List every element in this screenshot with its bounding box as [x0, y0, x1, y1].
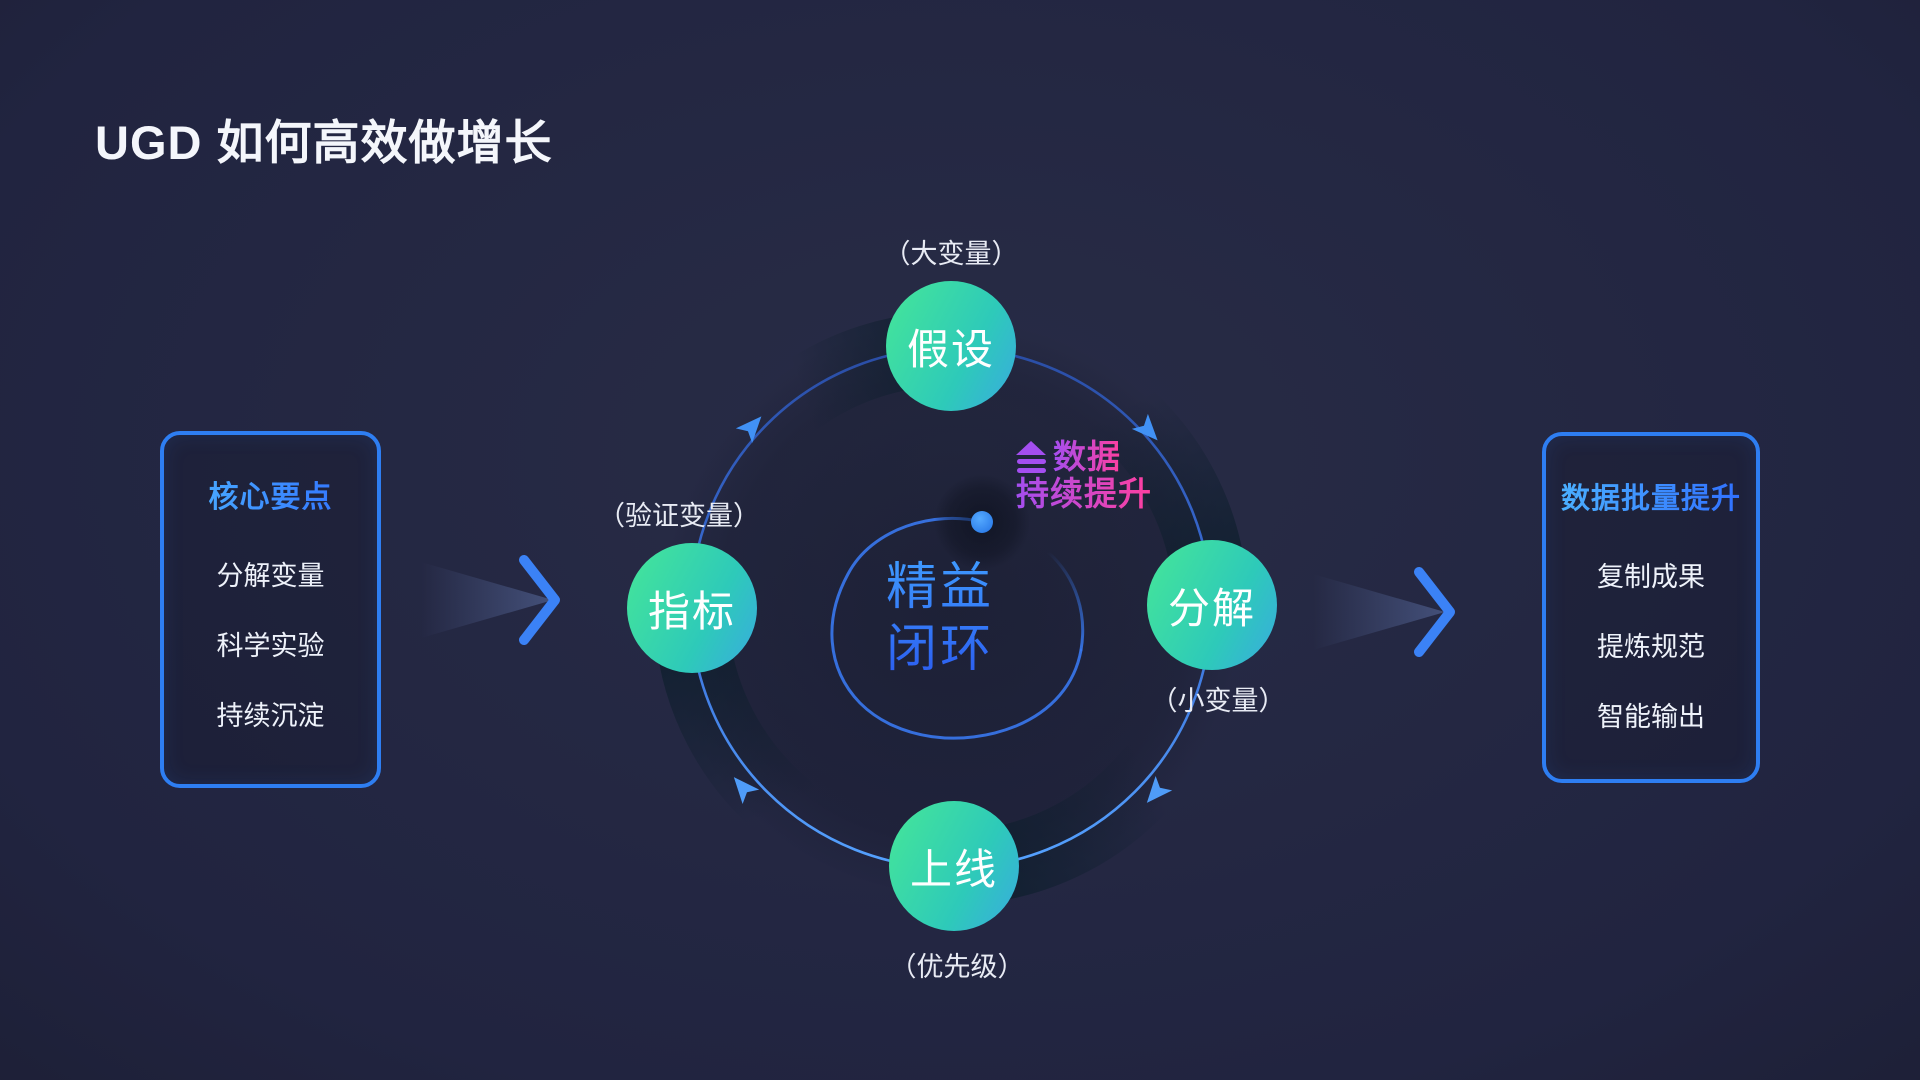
- page-title: UGD 如何高效做增长: [95, 116, 553, 169]
- cycle-center-line1: 精益: [885, 558, 995, 615]
- cycle-inner-shade: [661, 318, 1241, 898]
- data-scaling-item: 复制成果: [1597, 562, 1705, 592]
- cycle-center-label: 精益 闭环: [886, 556, 994, 680]
- cycle-node-launch: 上线: [889, 801, 1019, 931]
- core-points-panel: 核心要点 分解变量 科学实验 持续沉淀: [160, 431, 381, 788]
- core-point-item: 分解变量: [216, 561, 325, 591]
- growth-layers-bar: [1016, 467, 1046, 473]
- spiral-arc-fade: [1046, 550, 1085, 652]
- ring-arrowhead-icon: [733, 777, 760, 805]
- data-improve-annotation: 数据 持续提升: [1016, 438, 1152, 512]
- data-scaling-panel: 数据批量提升 复制成果 提炼规范 智能输出: [1542, 432, 1760, 783]
- data-scaling-item: 智能输出: [1597, 702, 1705, 732]
- cycle-node-decompose: 分解: [1147, 540, 1277, 670]
- cycle-node-label: 假设: [906, 325, 995, 373]
- core-points-heading: 核心要点: [164, 481, 377, 515]
- node-note-hypothesis: （大变量）: [883, 239, 1019, 269]
- chevron-right-icon: [1414, 567, 1455, 657]
- annotation-line2: 持续提升: [1016, 475, 1152, 512]
- annotation-line1: 数据: [1016, 438, 1152, 475]
- core-point-item: 科学实验: [216, 631, 325, 661]
- data-scaling-heading: 数据批量提升: [1546, 482, 1756, 516]
- growth-layers-bar: [1016, 458, 1046, 464]
- cycle-node-label: 指标: [647, 587, 736, 635]
- spiral-dot: [971, 511, 993, 533]
- cycle-node-label: 上线: [909, 845, 998, 893]
- annotation-text: 数据: [1053, 438, 1121, 475]
- ring-arrowhead-icon: [1146, 775, 1173, 803]
- cycle-center-line2: 闭环: [885, 620, 995, 677]
- cycle-node-metric: 指标: [627, 543, 757, 673]
- cycle-node-hypothesis: 假设: [886, 281, 1016, 411]
- node-note-decompose: （小变量）: [1150, 686, 1286, 716]
- node-note-launch: （优先级）: [889, 952, 1025, 982]
- ring-arrowhead-icon: [1131, 413, 1158, 441]
- ring-arrowhead-icon: [735, 416, 762, 444]
- growth-layers-triangle: [1016, 440, 1046, 455]
- chevron-right-icon: [519, 555, 560, 645]
- core-point-item: 持续沉淀: [216, 701, 325, 731]
- growth-layers-icon: [1016, 440, 1046, 473]
- data-scaling-item: 提炼规范: [1597, 632, 1705, 662]
- spiral-arc: [830, 516, 1083, 740]
- cycle-node-label: 分解: [1167, 584, 1256, 632]
- node-note-metric: （验证变量）: [598, 501, 760, 531]
